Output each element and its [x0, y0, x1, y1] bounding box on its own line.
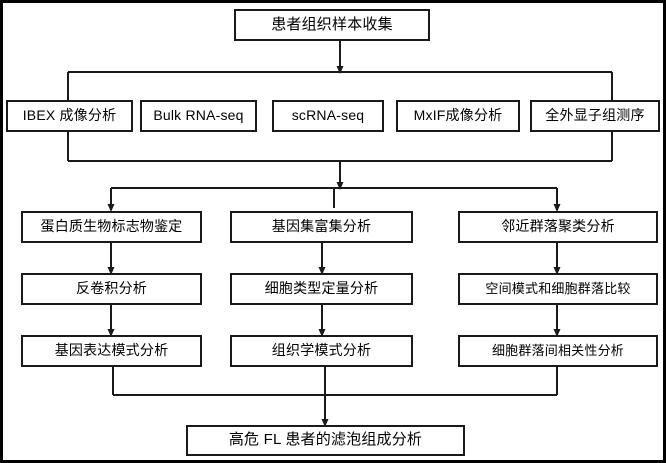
node-c1-gene-expression-pattern-label: 基因表达模式分析	[54, 342, 169, 359]
node-c2-histology-pattern-label: 组织学模式分析	[271, 342, 372, 359]
node-platform-scrna-seq-label: scRNA-seq	[291, 107, 365, 124]
node-platform-mxif[interactable]: MxIF成像分析	[396, 100, 520, 132]
node-c2-geneset-enrichment[interactable]: 基因集富集分析	[230, 211, 413, 243]
node-c3-neighborhood-clustering[interactable]: 邻近群落聚类分析	[458, 211, 658, 243]
node-c1-protein-biomarker-id[interactable]: 蛋白质生物标志物鉴定	[21, 211, 202, 243]
node-platform-wes[interactable]: 全外显子组测序	[530, 100, 660, 132]
node-platform-bulk-rna-seq-label: Bulk RNA-seq	[153, 107, 244, 124]
node-c1-deconvolution[interactable]: 反卷积分析	[21, 273, 202, 305]
node-platform-bulk-rna-seq[interactable]: Bulk RNA-seq	[140, 100, 257, 132]
node-c3-community-correlation[interactable]: 细胞群落间相关性分析	[458, 335, 658, 367]
node-c1-protein-biomarker-id-label: 蛋白质生物标志物鉴定	[40, 218, 183, 235]
node-root-label: 患者组织样本收集	[271, 15, 393, 33]
node-c2-celltype-quantification[interactable]: 细胞类型定量分析	[230, 273, 413, 305]
node-c3-community-correlation-label: 细胞群落间相关性分析	[491, 342, 624, 358]
node-c1-deconvolution-label: 反卷积分析	[76, 280, 147, 297]
node-root[interactable]: 患者组织样本收集	[234, 9, 430, 41]
node-platform-ibex-label: IBEX 成像分析	[22, 107, 117, 124]
node-result-label: 高危 FL 患者的滤泡组成分析	[228, 431, 423, 449]
node-c2-celltype-quantification-label: 细胞类型定量分析	[264, 280, 379, 297]
node-c1-gene-expression-pattern[interactable]: 基因表达模式分析	[21, 335, 202, 367]
node-c2-geneset-enrichment-label: 基因集富集分析	[271, 218, 372, 235]
node-c3-spatial-pattern-comparison[interactable]: 空间模式和细胞群落比较	[458, 273, 658, 305]
node-platform-wes-label: 全外显子组测序	[545, 107, 645, 124]
node-platform-ibex[interactable]: IBEX 成像分析	[6, 100, 133, 132]
node-platform-mxif-label: MxIF成像分析	[413, 107, 503, 124]
node-c3-neighborhood-clustering-label: 邻近群落聚类分析	[501, 218, 615, 235]
node-platform-scrna-seq[interactable]: scRNA-seq	[272, 100, 384, 132]
node-c3-spatial-pattern-comparison-label: 空间模式和细胞群落比较	[485, 280, 631, 296]
node-result[interactable]: 高危 FL 患者的滤泡组成分析	[186, 425, 465, 456]
node-c2-histology-pattern[interactable]: 组织学模式分析	[230, 335, 413, 367]
